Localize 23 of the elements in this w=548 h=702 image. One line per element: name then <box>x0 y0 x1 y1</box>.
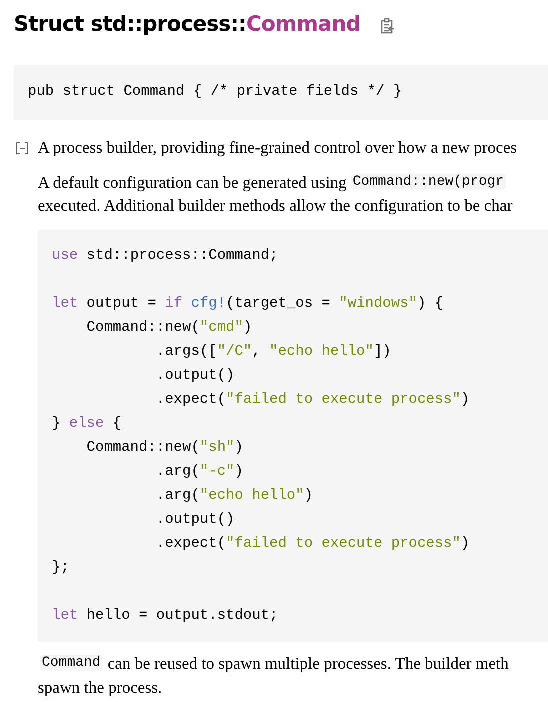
code-line: .args(["/C", "echo hello"]) <box>156 344 392 360</box>
code-line: .output() <box>156 512 235 528</box>
paragraph-text: A default configuration can be generated using <box>38 173 347 193</box>
paragraph-text: A process builder, providing fine-grained control over how a new proces <box>38 138 518 158</box>
code-line: let hello = output.stdout; <box>52 608 278 624</box>
code-line: let output = if cfg!(target_os = "windows") { <box>52 296 444 312</box>
code-line: .expect("failed to execute process") <box>156 392 470 408</box>
code-line: .output() <box>156 368 235 384</box>
inline-code: Command::new(progr <box>350 174 506 190</box>
code-text: pub struct Command { /* private fields */ } <box>28 84 402 100</box>
paragraph-text: executed. Additional builder methods allow the configuration to be char <box>38 196 513 216</box>
code-line: }; <box>52 560 70 576</box>
code-line: } else { <box>52 416 122 432</box>
page-title: Struct std::process::Command <box>14 12 361 36</box>
inline-code: Command <box>40 655 103 671</box>
code-line: Command::new("cmd") <box>86 320 252 336</box>
paragraph-text: spawn the process. <box>38 678 162 698</box>
code-line: Command::new("sh") <box>86 440 244 456</box>
code-line: .arg("echo hello") <box>156 488 314 504</box>
code-line: use std::process::Command; <box>52 248 278 264</box>
code-line: .expect("failed to execute process") <box>156 536 470 552</box>
code-line: .arg("-c") <box>156 464 244 480</box>
paragraph-text: can be reused to spawn multiple processes. The builder meth <box>108 654 509 674</box>
